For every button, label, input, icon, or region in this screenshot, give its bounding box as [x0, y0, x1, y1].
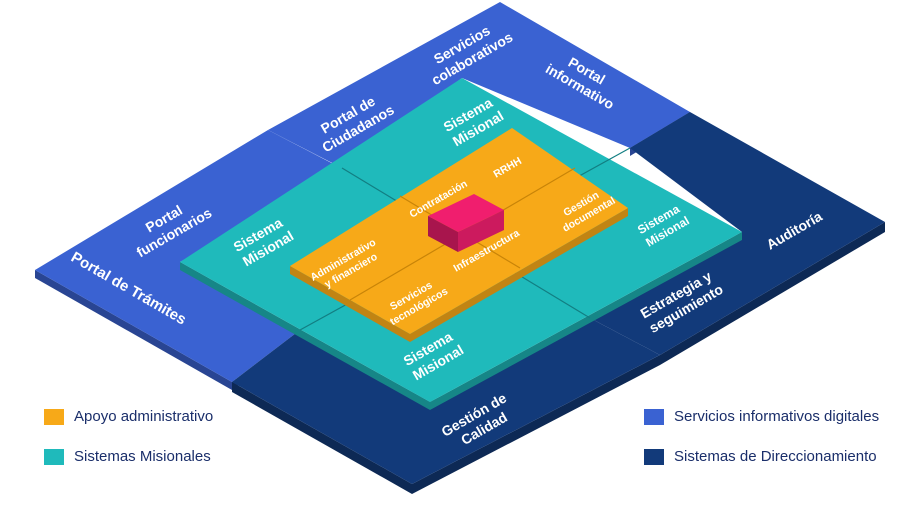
slab-side-bottom-navy: [232, 382, 412, 494]
slab-side-orange-right: [410, 208, 628, 342]
legend-label-apoyo: Apoyo administrativo: [74, 408, 214, 425]
cube-top: [428, 194, 504, 232]
core-cube: [428, 194, 504, 252]
slab-side-teal-right: [430, 232, 742, 410]
legend-swatch-teal: [44, 448, 64, 465]
portal-ciudadanos-tile[interactable]: [268, 2, 690, 168]
legend-swatch-blue: [644, 408, 664, 425]
slab-side-bottom-navy-2: [412, 355, 660, 494]
legend-apoyo: Apoyo administrativo: [44, 408, 213, 425]
slab-side-left-blue: [35, 270, 232, 390]
legend-swatch-navy: [644, 448, 664, 465]
slab-side-right-navy: [660, 222, 885, 365]
cube-left: [428, 216, 458, 252]
legend-misionales: Sistemas Misionales: [44, 448, 211, 465]
legend-label-direccionamiento: Sistemas de Direccionamiento: [674, 448, 877, 465]
legend-label-misionales: Sistemas Misionales: [74, 448, 211, 465]
legend-direccionamiento: Sistemas de Direccionamiento: [644, 448, 877, 465]
slab-side-orange-left: [290, 266, 410, 342]
legend-informativos: Servicios informativos digitales: [644, 408, 879, 425]
legend-label-informativos: Servicios informativos digitales: [674, 408, 880, 425]
auditoria-tile[interactable]: [590, 112, 885, 355]
cube-right: [458, 210, 504, 252]
slab-side-teal-left: [180, 262, 430, 410]
legend-swatch-orange: [44, 408, 64, 425]
